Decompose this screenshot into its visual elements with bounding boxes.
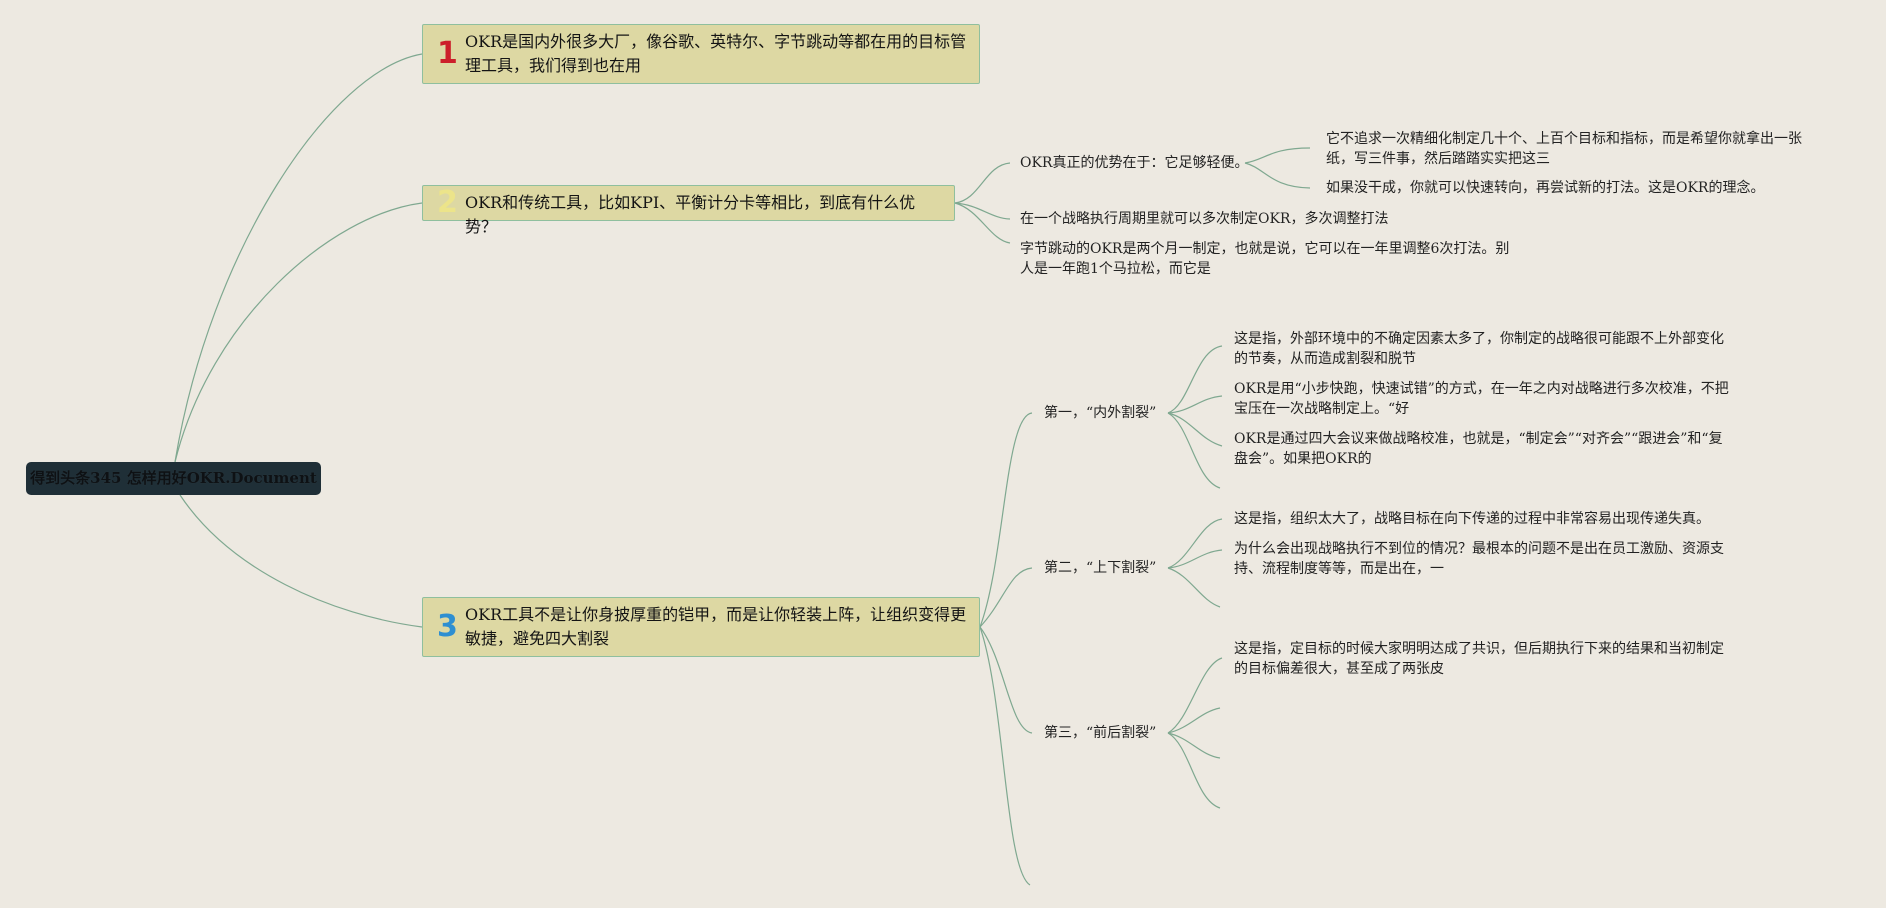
link-b2-c3 <box>954 202 1011 244</box>
link-c2-l3 <box>1167 567 1221 608</box>
topic-advantage-detail-2[interactable]: 如果没干成，你就可以快速转向，再尝试新的打法。这是OKR的理念。 <box>1326 180 1765 196</box>
link-b3-c3 <box>979 626 1033 734</box>
link-c3-l4 <box>1167 732 1221 809</box>
link-b2-c2 <box>954 202 1011 220</box>
topic-before-after-detail-1[interactable]: 这是指，定目标的时候大家明明达成了共识，但后期执行下来的结果和当初制定的目标偏差… <box>1234 641 1724 677</box>
topic-before-after-split[interactable]: 第三，“前后割裂” <box>1044 725 1157 741</box>
topic-inner-outer-detail-1[interactable]: 这是指，外部环境中的不确定因素太多了，你制定的战略很可能跟不上外部变化的节奏，从… <box>1234 331 1724 367</box>
topic-bytedance-okr[interactable]: 字节跳动的OKR是两个月一制定，也就是说，它可以在一年里调整6次打法。别人是一年… <box>1020 241 1510 277</box>
branch-1-text: OKR是国内外很多大厂，像谷歌、英特尔、字节跳动等都在用的目标管理工具，我们得到… <box>465 32 967 75</box>
link-c1-l3 <box>1167 412 1223 447</box>
link-b3-c4 <box>979 626 1031 886</box>
link-b3-c1 <box>979 412 1033 628</box>
branch-3[interactable]: 3 OKR工具不是让你身披厚重的铠甲，而是让你轻装上阵，让组织变得更敏捷，避免四… <box>422 597 980 657</box>
link-c1-l1 <box>1167 345 1223 414</box>
branch-2-text: OKR和传统工具，比如KPI、平衡计分卡等相比，到底有什么优势？ <box>465 193 916 236</box>
link-c2-l2 <box>1167 549 1223 569</box>
branch-number-1: 1 <box>437 36 458 71</box>
topic-inner-outer-detail-3[interactable]: OKR是通过四大会议来做战略校准，也就是，“制定会”“对齐会”“跟进会”和“复盘… <box>1234 431 1723 467</box>
link-c3-l3 <box>1167 732 1221 759</box>
branch-number-3: 3 <box>437 609 458 644</box>
link-c3-l2 <box>1167 707 1221 734</box>
link-root-b1 <box>174 53 423 463</box>
link-c3-l1 <box>1167 657 1223 734</box>
link-c1-l4 <box>1167 412 1221 489</box>
root-node[interactable]: 得到头条345 怎样用好OKR.Document <box>26 462 321 495</box>
topic-top-down-detail-1[interactable]: 这是指，组织太大了，战略目标在向下传递的过程中非常容易出现传递失真。 <box>1234 511 1710 527</box>
root-title: 得到头条345 怎样用好OKR.Document <box>30 469 317 487</box>
topic-okr-advantage[interactable]: OKR真正的优势在于：它足够轻便。 <box>1020 155 1249 171</box>
link-b2-c1 <box>954 162 1011 204</box>
link-b2c1-l2 <box>1244 162 1311 189</box>
branch-1[interactable]: 1 OKR是国内外很多大厂，像谷歌、英特尔、字节跳动等都在用的目标管理工具，我们… <box>422 24 980 84</box>
branch-3-text: OKR工具不是让你身披厚重的铠甲，而是让你轻装上阵，让组织变得更敏捷，避免四大割… <box>465 605 967 648</box>
topic-multiple-okr[interactable]: 在一个战略执行周期里就可以多次制定OKR，多次调整打法 <box>1020 211 1389 227</box>
link-c1-l2 <box>1167 395 1223 414</box>
branch-number-2: 2 <box>437 185 458 220</box>
topic-advantage-detail-1[interactable]: 它不追求一次精细化制定几十个、上百个目标和指标，而是希望你就拿出一张纸，写三件事… <box>1326 131 1802 167</box>
link-b3-c2 <box>979 567 1033 628</box>
branch-2[interactable]: 2 OKR和传统工具，比如KPI、平衡计分卡等相比，到底有什么优势？ <box>422 185 955 236</box>
link-root-b2 <box>174 202 423 463</box>
link-b2c1-l1 <box>1244 147 1311 164</box>
topic-top-down-detail-2[interactable]: 为什么会出现战略执行不到位的情况？最根本的问题不是出在员工激励、资源支持、流程制… <box>1234 541 1724 577</box>
link-c2-l1 <box>1167 518 1223 569</box>
link-root-b3 <box>179 494 423 628</box>
topic-inner-outer-split[interactable]: 第一，“内外割裂” <box>1044 405 1157 421</box>
topic-top-down-split[interactable]: 第二，“上下割裂” <box>1044 560 1157 576</box>
topic-inner-outer-detail-2[interactable]: OKR是用“小步快跑，快速试错”的方式，在一年之内对战略进行多次校准，不把宝压在… <box>1234 381 1729 417</box>
